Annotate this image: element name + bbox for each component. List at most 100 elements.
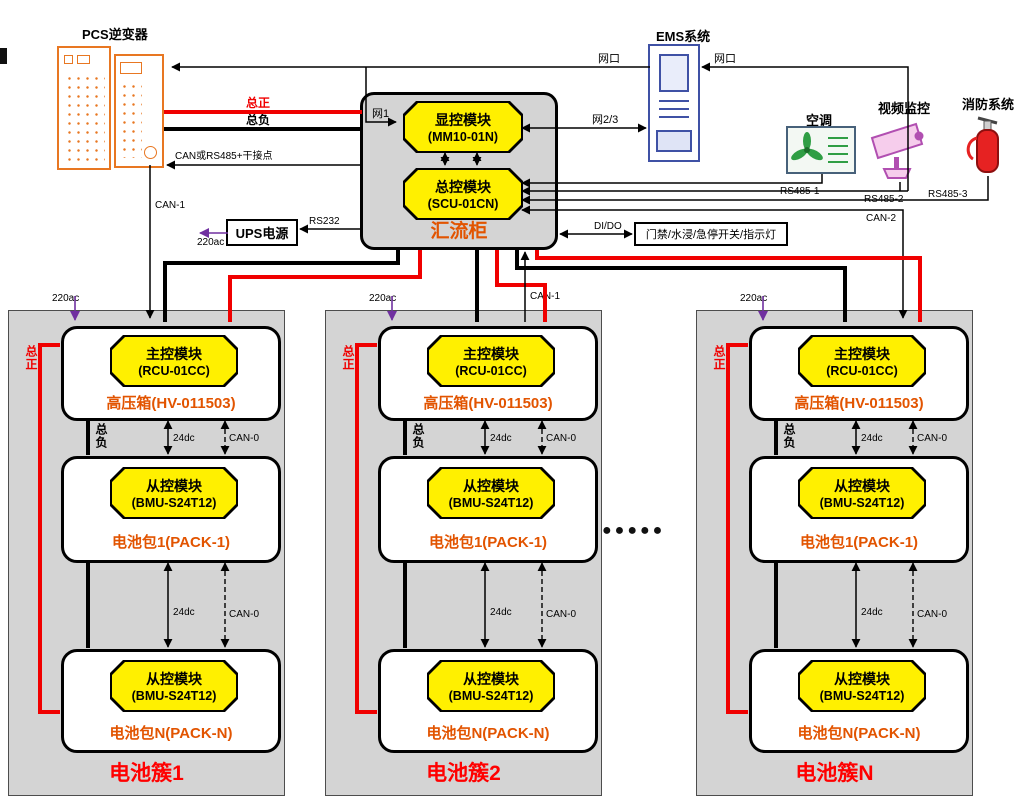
- packn-label: 电池包N(PACK-N): [109, 725, 233, 742]
- fire-label: 消防系统: [962, 97, 1015, 112]
- battery-cluster-n: 主控模块 (RCU-01CC) 高压箱(HV-011503) 从控模块 (BMU…: [696, 310, 973, 796]
- packn-label: 电池包N(PACK-N): [797, 725, 921, 742]
- module-name: 主控模块: [834, 346, 890, 362]
- pack1-label: 电池包1(PACK-1): [111, 534, 231, 551]
- octagon-fill: [429, 337, 553, 385]
- battery-cluster-1: 主控模块 (RCU-01CC) 高压箱(HV-011503) 从控模块 (BMU…: [8, 310, 285, 796]
- label-rs485-1: RS485-1: [780, 186, 820, 197]
- left-edge-mark: [0, 48, 7, 64]
- pcs-vent-dots-2: [120, 82, 142, 158]
- module-text: 从控模块 (BMU-S24T12): [427, 467, 555, 519]
- module-text: 从控模块 (BMU-S24T12): [427, 660, 555, 712]
- label-220ac-ups: 220ac: [197, 237, 225, 248]
- octagon-fill: [405, 103, 521, 151]
- label-24dc: 24dc: [861, 433, 883, 444]
- label-can0: CAN-0: [546, 609, 577, 620]
- label-220ac-cn: 220ac: [740, 293, 768, 304]
- aircon-icon: [786, 126, 856, 174]
- hv-box-label: 高压箱(HV-011503): [106, 395, 236, 412]
- slave-control-module: 从控模块 (BMU-S24T12): [798, 660, 926, 712]
- packn-label: 电池包N(PACK-N): [426, 725, 550, 742]
- module-name: 总控模块: [435, 179, 491, 195]
- packn-box: 从控模块 (BMU-S24T12) 电池包N(PACK-N): [61, 649, 281, 753]
- fire-extinguisher-icon: [966, 116, 999, 173]
- label-net23: 网2/3: [592, 114, 619, 126]
- cluster-pos-label: 总正: [341, 345, 355, 371]
- label-eth-left: 网口: [598, 53, 620, 65]
- label-can1-c2: CAN-1: [530, 291, 561, 302]
- master-control-module: 主控模块 (RCU-01CC): [798, 335, 926, 387]
- slave-control-module: 从控模块 (BMU-S24T12): [427, 660, 555, 712]
- combiner-label: 汇流柜: [430, 221, 488, 242]
- packn-box: 从控模块 (BMU-S24T12) 电池包N(PACK-N): [749, 649, 969, 753]
- ups-box: UPS电源: [226, 219, 298, 246]
- module-text: 主控模块 (RCU-01CC): [427, 335, 555, 387]
- label-24dc: 24dc: [490, 433, 512, 444]
- cluster-ellipsis: ●●●●●: [602, 522, 666, 539]
- hv-box: 主控模块 (RCU-01CC) 高压箱(HV-011503): [749, 326, 969, 421]
- cluster-name: 电池簇1: [109, 762, 184, 785]
- octagon-fill: [429, 662, 553, 710]
- packn-box: 从控模块 (BMU-S24T12) 电池包N(PACK-N): [378, 649, 598, 753]
- display-module: 显控模块 (MM10-01N): [403, 101, 523, 153]
- ems-base: [656, 130, 692, 152]
- module-name: 从控模块: [463, 478, 519, 494]
- hv-box: 主控模块 (RCU-01CC) 高压箱(HV-011503): [61, 326, 281, 421]
- module-name: 主控模块: [146, 346, 202, 362]
- cluster-neg-label: 总负: [411, 423, 425, 449]
- ems-label: EMS系统: [656, 29, 711, 44]
- dido-panel: 门禁/水浸/急停开关/指示灯: [634, 222, 788, 246]
- cluster-pos-label: 总正: [712, 345, 726, 371]
- label-dido: DI/DO: [594, 221, 622, 232]
- label-can-rs485: CAN或RS485+干接点: [175, 151, 273, 162]
- display-module-text: 显控模块 (MM10-01N): [403, 101, 523, 153]
- module-name: 从控模块: [146, 478, 202, 494]
- master-module-text: 总控模块 (SCU-01CN): [403, 168, 523, 220]
- label-bus-neg: 总负: [246, 113, 271, 127]
- label-220ac-c1: 220ac: [52, 293, 80, 304]
- module-name: 显控模块: [435, 112, 491, 128]
- module-text: 从控模块 (BMU-S24T12): [110, 660, 238, 712]
- ems-server-icon: [648, 44, 700, 162]
- cluster-pos-label: 总正: [24, 345, 38, 371]
- octagon-fill: [429, 469, 553, 517]
- pcs-cabinet-right-icon: [114, 54, 164, 168]
- octagon-fill: [112, 337, 236, 385]
- label-bus-pos: 总正: [246, 96, 271, 110]
- combiner-cabinet: 显控模块 (MM10-01N) 总控模块 (SCU-01CN) 汇流柜: [360, 92, 558, 250]
- module-model: (RCU-01CC): [826, 364, 898, 378]
- module-model: (RCU-01CC): [138, 364, 210, 378]
- label-can0: CAN-0: [229, 433, 260, 444]
- cluster-name: 电池簇2: [426, 762, 501, 785]
- pcs-cabinet-left-icon: [57, 46, 111, 170]
- label-can2: CAN-2: [866, 213, 897, 224]
- label-rs232: RS232: [309, 216, 340, 227]
- pcs-label: PCS逆变器: [82, 27, 148, 42]
- pcs-fan-icon: [144, 146, 157, 159]
- label-can0: CAN-0: [229, 609, 260, 620]
- hv-box-label: 高压箱(HV-011503): [794, 395, 924, 412]
- label-rs485-2: RS485-2: [864, 194, 904, 205]
- module-model: (SCU-01CN): [427, 197, 499, 211]
- battery-cluster-2: 主控模块 (RCU-01CC) 高压箱(HV-011503) 从控模块 (BMU…: [325, 310, 602, 796]
- module-model: (MM10-01N): [427, 130, 499, 144]
- slave-control-module: 从控模块 (BMU-S24T12): [110, 467, 238, 519]
- module-name: 从控模块: [146, 671, 202, 687]
- pcs-vent-dots: [65, 74, 105, 164]
- module-name: 主控模块: [463, 346, 519, 362]
- pcs-indicator-square: [64, 55, 73, 64]
- pcs-display-square: [77, 55, 90, 64]
- ems-screen: [659, 54, 689, 92]
- module-name: 从控模块: [834, 478, 890, 494]
- hv-box-label: 高压箱(HV-011503): [423, 395, 553, 412]
- octagon-fill: [800, 337, 924, 385]
- label-net1: 网1: [372, 108, 390, 120]
- octagon-fill: [800, 662, 924, 710]
- module-model: (BMU-S24T12): [131, 689, 217, 703]
- module-text: 主控模块 (RCU-01CC): [110, 335, 238, 387]
- hv-box: 主控模块 (RCU-01CC) 高压箱(HV-011503): [378, 326, 598, 421]
- label-24dc: 24dc: [490, 607, 512, 618]
- master-control-module: 主控模块 (RCU-01CC): [110, 335, 238, 387]
- pack1-label: 电池包1(PACK-1): [799, 534, 919, 551]
